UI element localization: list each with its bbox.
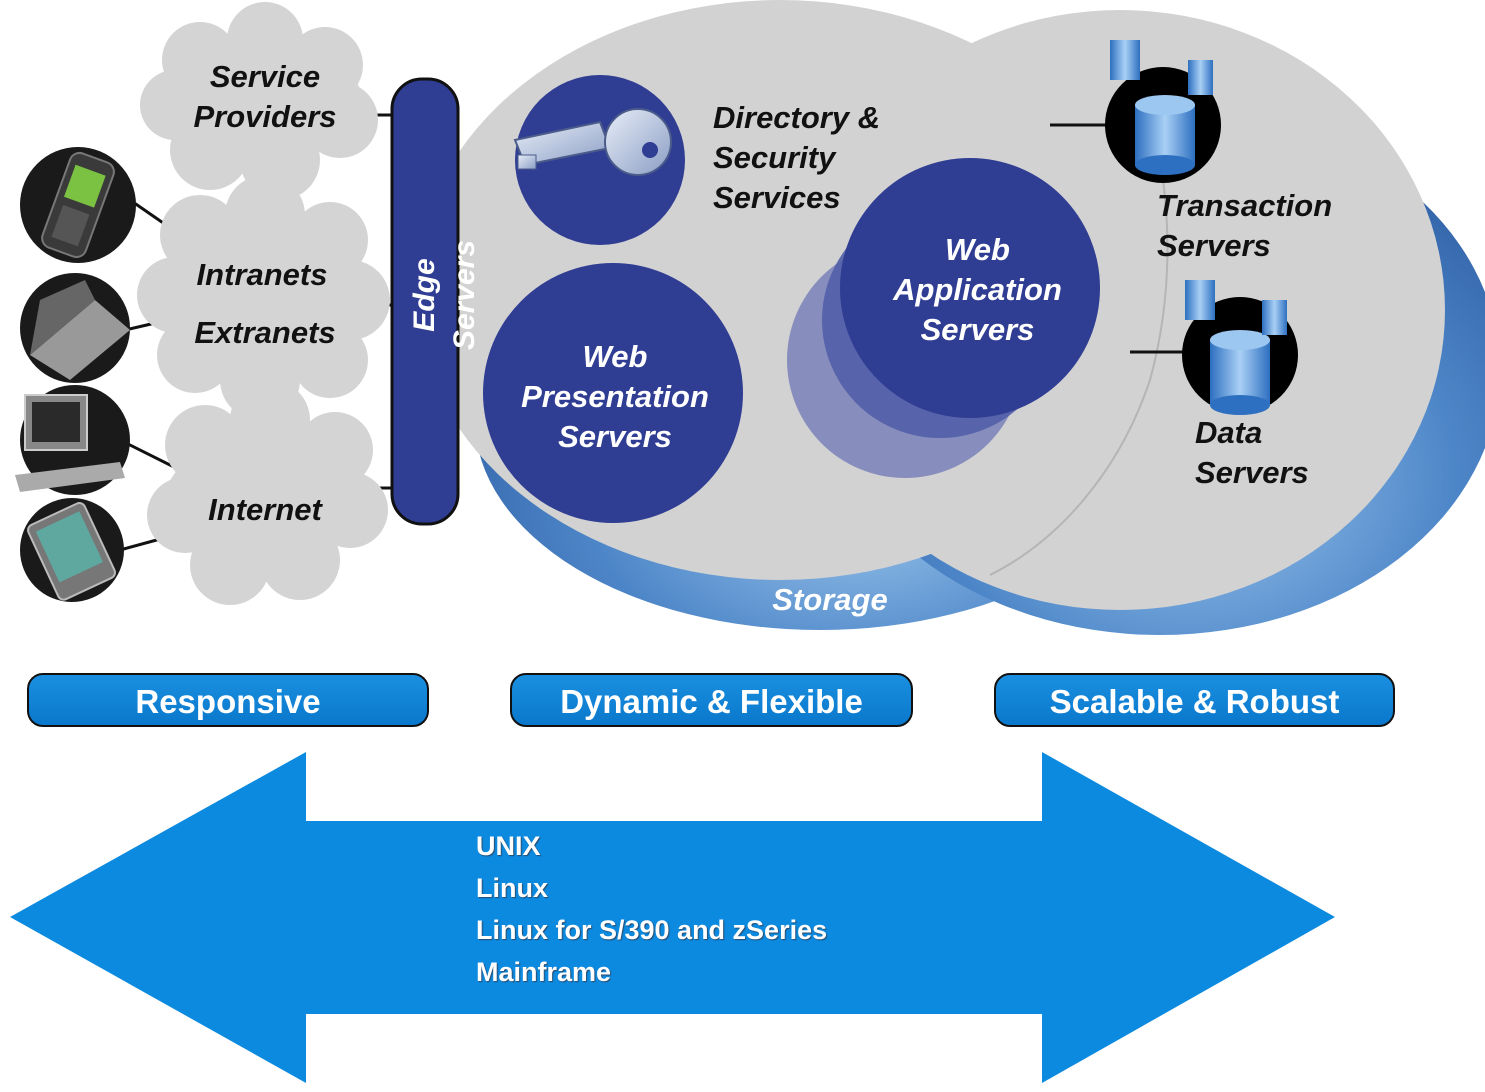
platform-unix: UNIX	[476, 831, 541, 861]
service-providers-label: Service Providers	[175, 57, 355, 137]
storage-label: Storage	[772, 582, 888, 617]
database-icon	[1105, 40, 1221, 183]
service-providers-line-2: Providers	[193, 99, 337, 134]
transaction-line-2: Servers	[1157, 228, 1271, 263]
cloud-internet	[147, 380, 388, 605]
clouds	[137, 2, 390, 605]
directory-line-2: Security	[713, 140, 836, 175]
dynamic-flexible-pill: Dynamic & Flexible	[510, 673, 913, 727]
web-application-line-1: Web	[945, 232, 1010, 267]
scalable-robust-pill: Scalable & Robust	[994, 673, 1395, 727]
web-application-line-2: Application	[893, 272, 1062, 307]
data-line-1: Data	[1195, 415, 1263, 450]
platform-mainframe: Mainframe	[476, 957, 612, 987]
data-servers-label: Data Servers	[1195, 413, 1309, 493]
database-icon	[1182, 280, 1298, 415]
service-providers-line-1: Service	[209, 59, 321, 94]
edge-servers-bar	[390, 77, 460, 526]
internet-label: Internet	[208, 492, 322, 527]
intranets-label: Intranets	[196, 257, 328, 292]
platform-linux: Linux	[476, 873, 548, 903]
web-application-stack	[787, 158, 1100, 478]
web-presentation-label: Web Presentation Servers	[500, 337, 730, 457]
web-application-label: Web Application Servers	[865, 230, 1090, 350]
web-presentation-circle	[483, 263, 743, 523]
data-line-2: Servers	[1195, 455, 1309, 490]
extranets-label: Extranets	[194, 315, 336, 350]
directory-line-1: Directory &	[713, 100, 881, 135]
platform-arrow	[10, 752, 1335, 1083]
edge-servers-label: Edge Servers	[408, 239, 481, 351]
laptop-icon	[20, 273, 130, 383]
key-icon	[513, 108, 672, 176]
responsive-pill: Responsive	[27, 673, 429, 727]
mobile-phone-icon	[20, 147, 136, 263]
directory-line-3: Services	[713, 180, 841, 215]
directory-security-label: Directory & Security Services	[713, 98, 880, 218]
web-presentation-line-2: Presentation	[521, 379, 709, 414]
pda-icon	[20, 498, 124, 602]
web-presentation-line-3: Servers	[558, 419, 672, 454]
web-application-line-3: Servers	[920, 312, 1035, 347]
cloud-intranets-extranets	[137, 175, 390, 420]
platform-linux-s390: Linux for S/390 and zSeries	[476, 915, 828, 945]
web-presentation-line-1: Web	[582, 339, 648, 374]
transaction-line-1: Transaction	[1157, 188, 1333, 223]
transaction-servers-label: Transaction Servers	[1157, 186, 1332, 266]
desktop-computer-icon	[15, 385, 130, 495]
